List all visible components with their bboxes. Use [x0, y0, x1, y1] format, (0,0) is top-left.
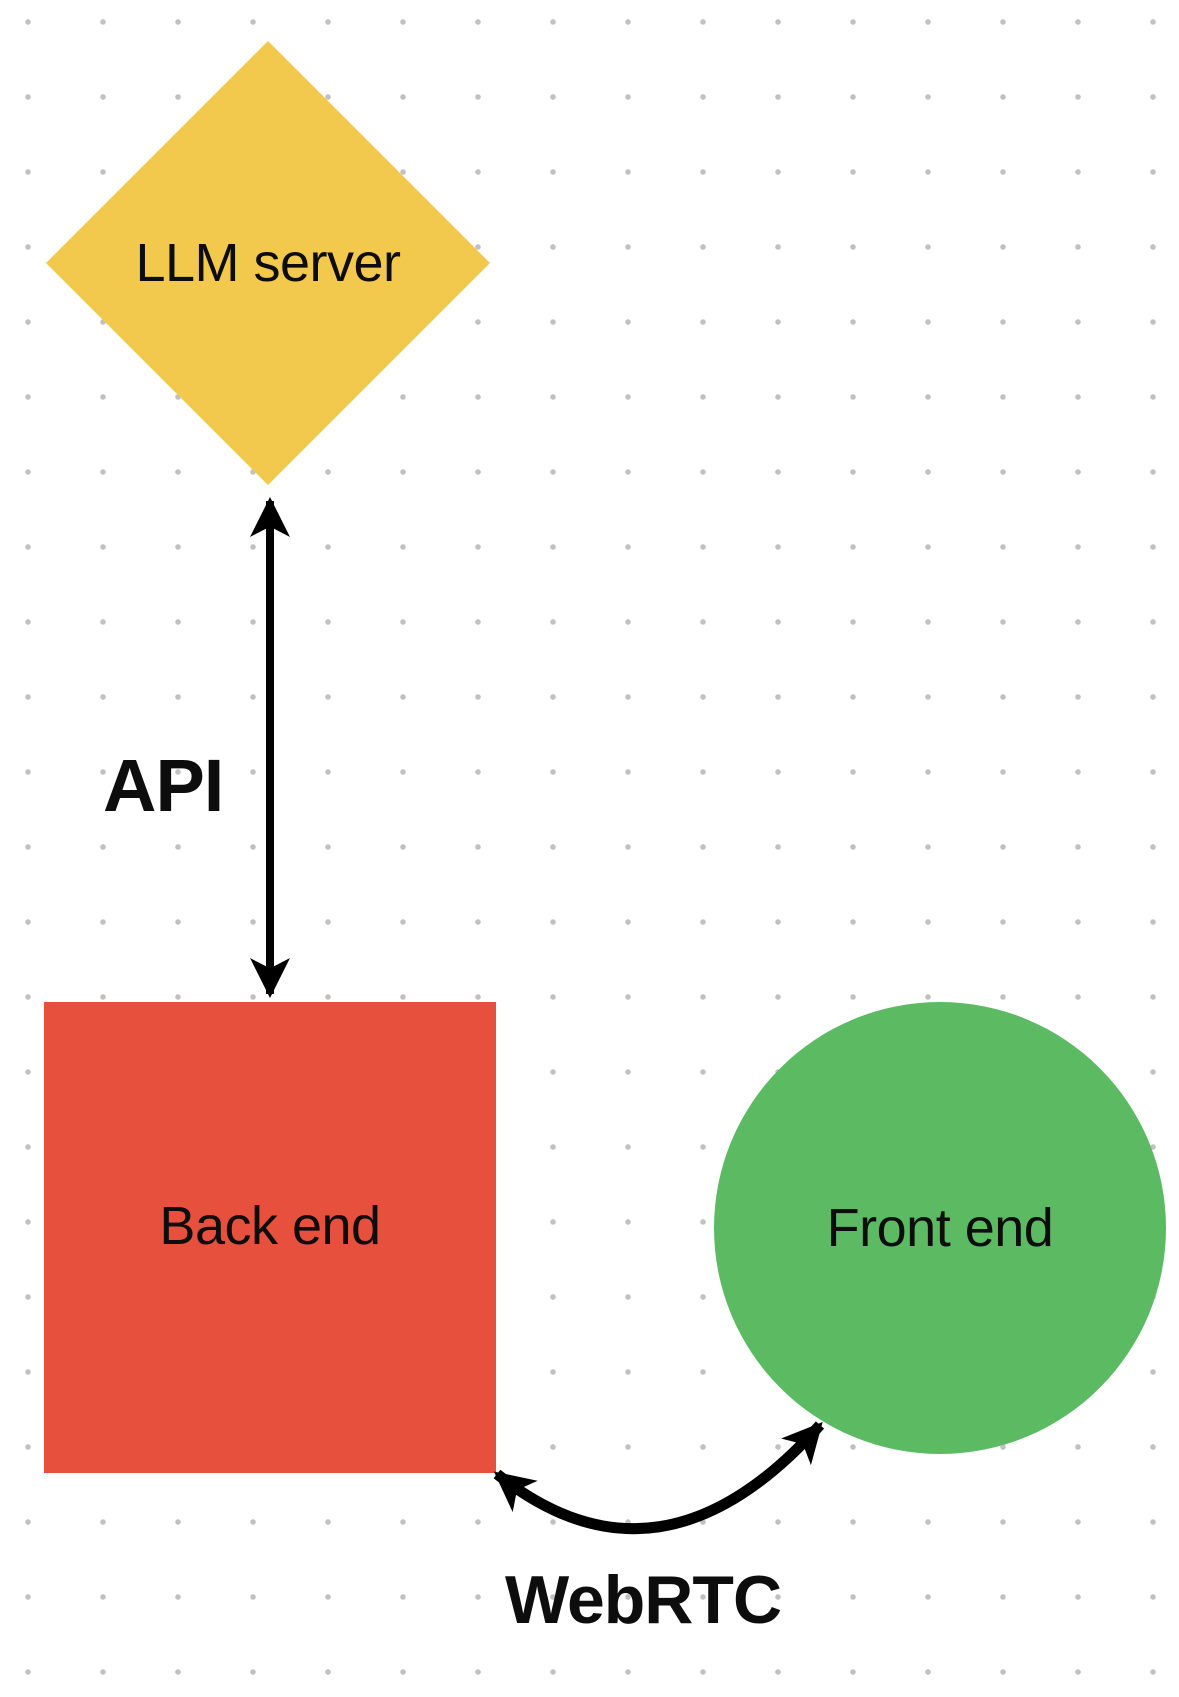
node-back-end[interactable]: Back end [44, 1002, 496, 1473]
webrtc-arrow[interactable] [493, 1421, 825, 1535]
node-front-end-label: Front end [826, 1197, 1054, 1258]
api-edge-label[interactable]: API [103, 744, 224, 827]
node-front-end[interactable]: Front end [714, 1002, 1166, 1454]
node-llm-server-label: LLM server [135, 232, 401, 293]
webrtc-edge-label[interactable]: WebRTC [505, 1562, 782, 1638]
node-back-end-label: Back end [159, 1196, 381, 1257]
